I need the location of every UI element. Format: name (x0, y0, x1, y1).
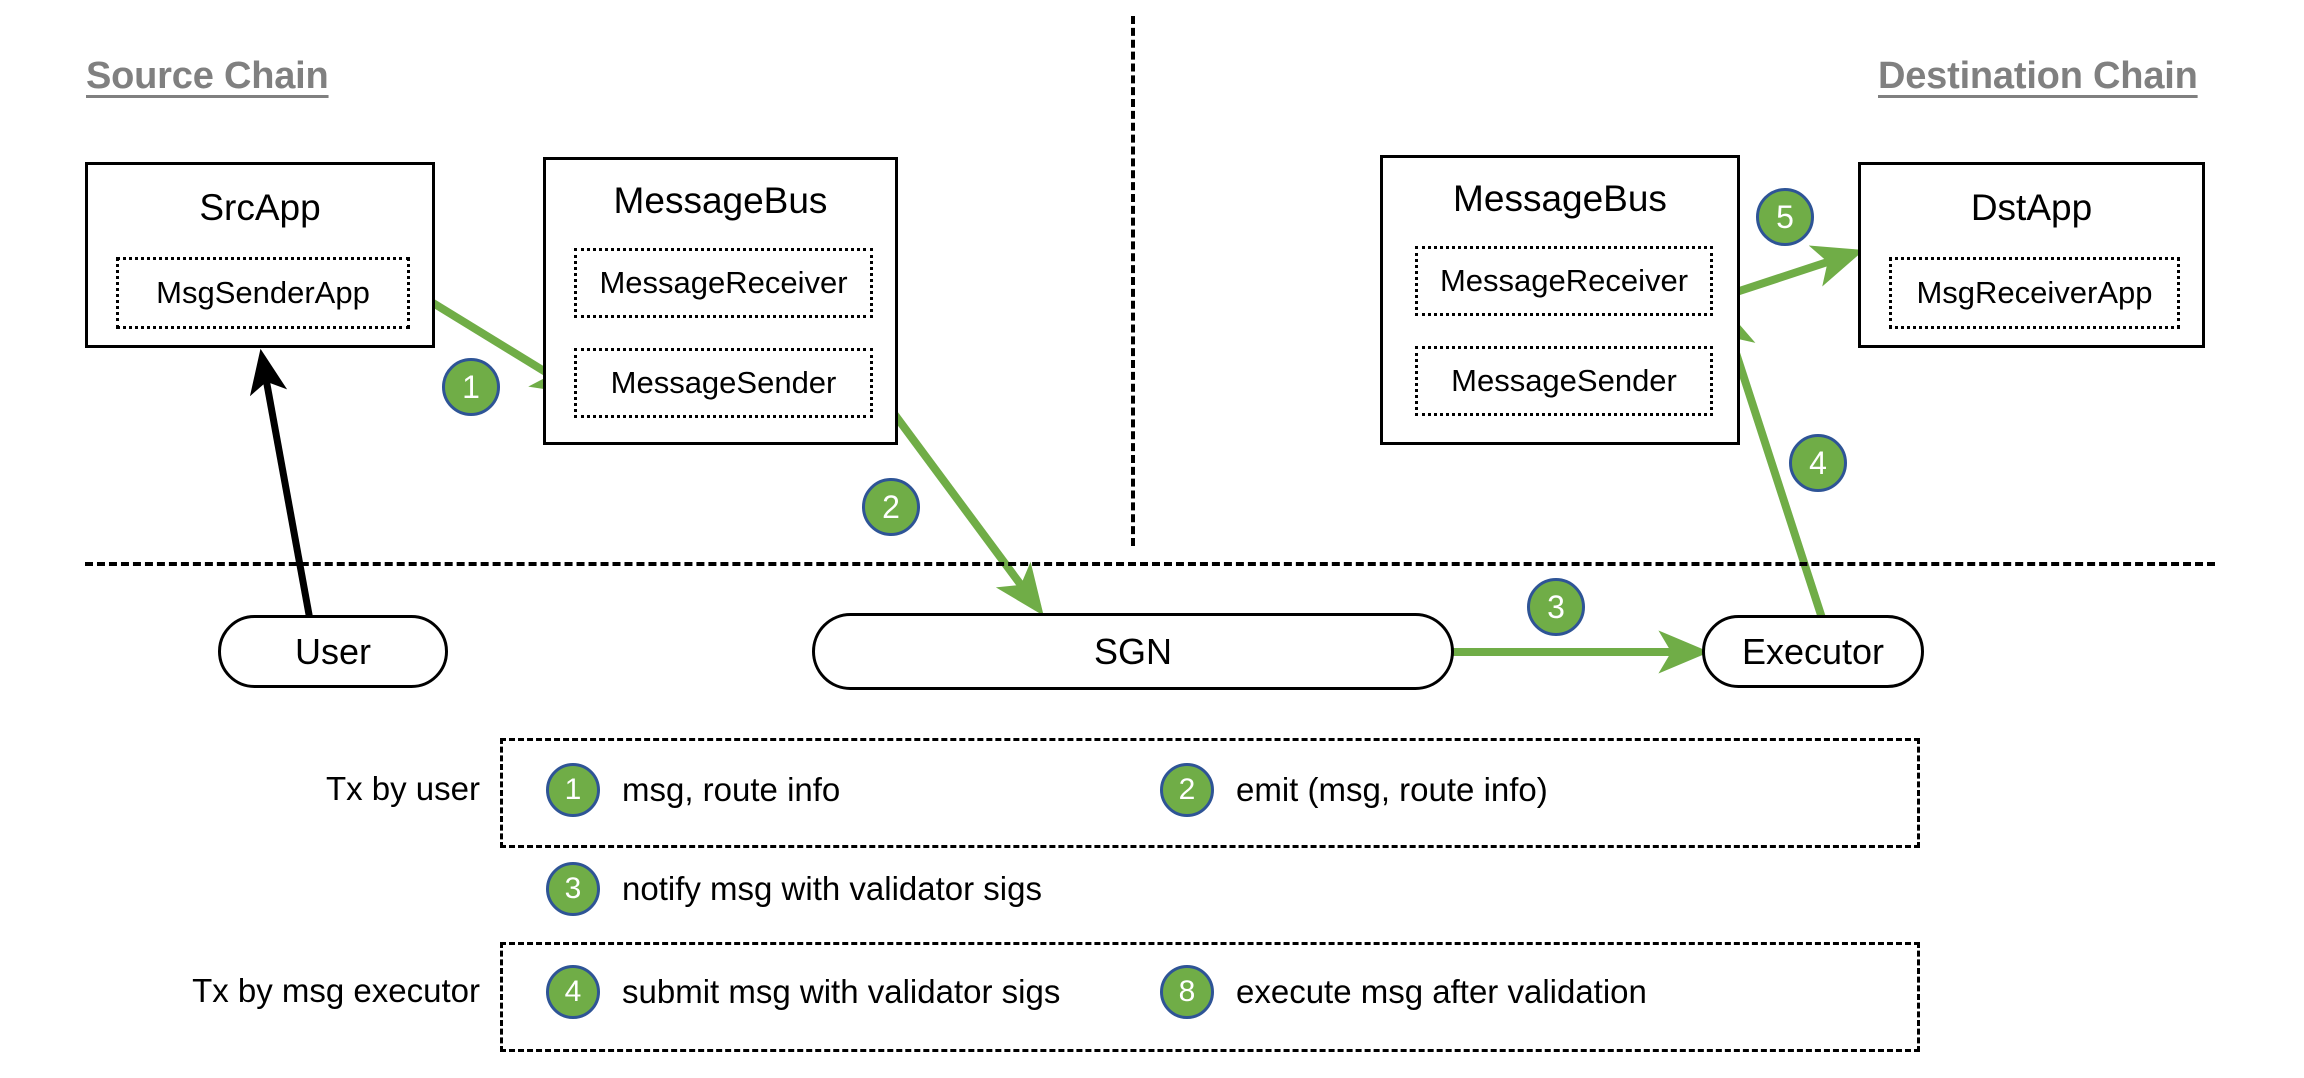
node-executor[interactable]: Executor (1702, 615, 1924, 688)
legend-text-2: emit (msg, route info) (1236, 771, 1548, 808)
legend-item-3[interactable]: 3 notify msg with validator sigs (546, 862, 1042, 916)
flow-badge-2[interactable]: 2 (862, 478, 920, 536)
inner-dst-message-sender[interactable]: MessageSender (1415, 346, 1713, 416)
legend-item-1[interactable]: 1 msg, route info (546, 763, 840, 817)
legend-text-1: msg, route info (622, 771, 841, 808)
legend-item-2[interactable]: 2 emit (msg, route info) (1160, 763, 1548, 817)
flow-badge-4[interactable]: 4 (1789, 434, 1847, 492)
inner-msg-sender-app[interactable]: MsgSenderApp (116, 257, 410, 329)
flow-badge-5[interactable]: 5 (1756, 188, 1814, 246)
node-dst-app[interactable]: DstApp MsgReceiverApp (1858, 162, 2205, 348)
node-dst-app-title: DstApp (1970, 187, 2093, 228)
inner-msg-receiver-app[interactable]: MsgReceiverApp (1889, 257, 2180, 329)
node-src-app[interactable]: SrcApp MsgSenderApp (85, 162, 435, 348)
node-user[interactable]: User (218, 615, 448, 688)
node-src-app-title: SrcApp (199, 187, 321, 228)
legend-badge-2: 2 (1160, 763, 1214, 817)
source-chain-title: Source Chain (86, 55, 329, 97)
legend-badge-8: 8 (1160, 965, 1214, 1019)
legend-badge-1: 1 (546, 763, 600, 817)
legend-text-4: submit msg with validator sigs (622, 973, 1061, 1010)
node-sgn[interactable]: SGN (812, 613, 1454, 690)
chain-vertical-divider (1131, 16, 1135, 546)
legend-badge-3: 3 (546, 862, 600, 916)
arrow-user-to-srcapp (249, 348, 314, 621)
legend-row1-box (500, 738, 1920, 848)
legend-item-8[interactable]: 8 execute msg after validation (1160, 965, 1647, 1019)
node-dst-message-bus-title: MessageBus (1453, 178, 1667, 219)
legend-row2-label: Tx by msg executor (192, 972, 480, 1009)
flow-badge-1[interactable]: 1 (442, 358, 500, 416)
legend-row1-label: Tx by user (325, 770, 480, 807)
destination-chain-title: Destination Chain (1878, 55, 2198, 97)
inner-src-message-receiver[interactable]: MessageReceiver (574, 248, 873, 318)
legend-text-3: notify msg with validator sigs (622, 870, 1042, 907)
legend-row2-box (500, 942, 1920, 1052)
node-src-message-bus-title: MessageBus (613, 180, 828, 221)
node-dst-message-bus[interactable]: MessageBus MessageReceiver MessageSender (1380, 155, 1740, 445)
flow-badge-3[interactable]: 3 (1527, 578, 1585, 636)
legend-text-8: execute msg after validation (1236, 973, 1647, 1010)
inner-dst-message-receiver[interactable]: MessageReceiver (1415, 246, 1713, 316)
onchain-offchain-divider (85, 562, 2215, 566)
legend-badge-4: 4 (546, 965, 600, 1019)
inner-src-message-sender[interactable]: MessageSender (574, 348, 873, 418)
node-src-message-bus[interactable]: MessageBus MessageReceiver MessageSender (543, 157, 898, 445)
legend-item-4[interactable]: 4 submit msg with validator sigs (546, 965, 1060, 1019)
